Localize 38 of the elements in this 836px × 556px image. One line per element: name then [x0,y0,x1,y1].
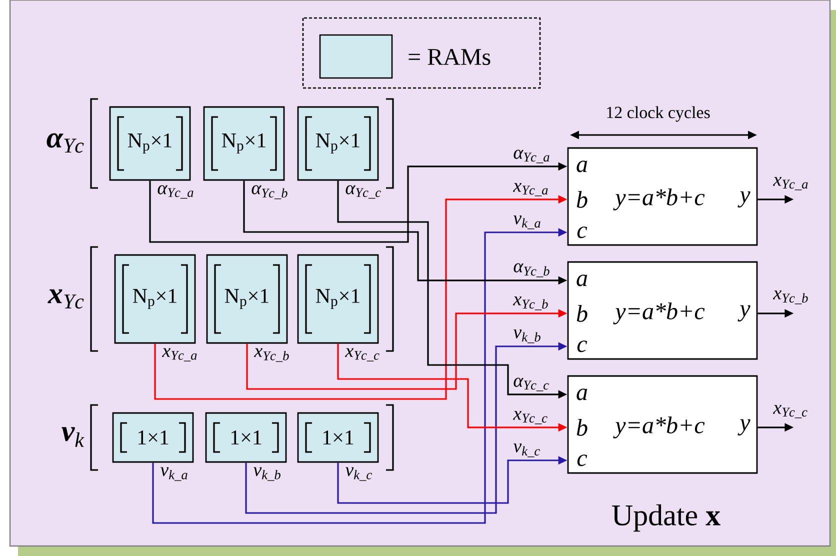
edge-label: v$_{k_b}$ [513,329,540,344]
ram-box: 1×1 [205,412,287,463]
timing-label: 12 clock cycles [607,106,710,122]
edge-label: α$_{Yc_b}$ [514,263,550,278]
edge-label: α$_{Yc_c}$ [514,378,549,392]
ram-box: 1×1 [112,412,194,463]
edge-label: x$_{Yc_a}$ [772,177,808,190]
caption-text: Update x [612,504,720,532]
ram-box: N$_{p}$×1 [203,106,285,181]
ram-box: N$_{p}$×1 [109,106,191,181]
ram-box: N$_{p}$×1 [114,254,196,344]
multiplier-box: a b c y=a*b+c y [567,147,758,246]
signal-label: α$_{Yc_a}$ [158,185,194,199]
edge-label: v$_{k_c}$ [513,443,540,458]
ram-box: N$_{p}$×1 [297,254,379,344]
group-label: v$_{k}$ [62,427,84,447]
edge-label: x$_{Yc_b}$ [512,296,548,310]
signal-label: α$_{Yc_b}$ [252,185,288,200]
edge-label: x$_{Yc_a}$ [512,183,548,196]
signal-label: v$_{k_b}$ [253,467,280,481]
edge-label: x$_{Yc_c}$ [512,411,548,424]
multiplier-box: a b c y=a*b+c y [567,261,758,360]
signal-label: x$_{Yc_a}$ [162,348,197,362]
edge-label: α$_{Yc_a}$ [514,150,550,164]
signal-label: x$_{Yc_c}$ [344,348,380,362]
ram-box: N$_{p}$×1 [297,106,379,181]
signal-label: v$_{k_c}$ [345,467,372,481]
signal-label: v$_{k_a}$ [160,467,188,481]
legend-text: = RAMs [408,48,490,66]
edge-label: x$_{Yc_b}$ [772,290,808,304]
edge-label: v$_{k_a}$ [513,215,540,230]
signal-label: α$_{Yc_c}$ [346,185,381,199]
multiplier-box: a b c y=a*b+c y [567,375,758,474]
ram-box: 1×1 [297,412,379,463]
edge-label: x$_{Yc_c}$ [772,405,808,418]
signal-label: x$_{Yc_b}$ [254,348,289,362]
group-label: x$_{Yc}$ [48,289,84,309]
ram-box: N$_{p}$×1 [206,254,288,344]
